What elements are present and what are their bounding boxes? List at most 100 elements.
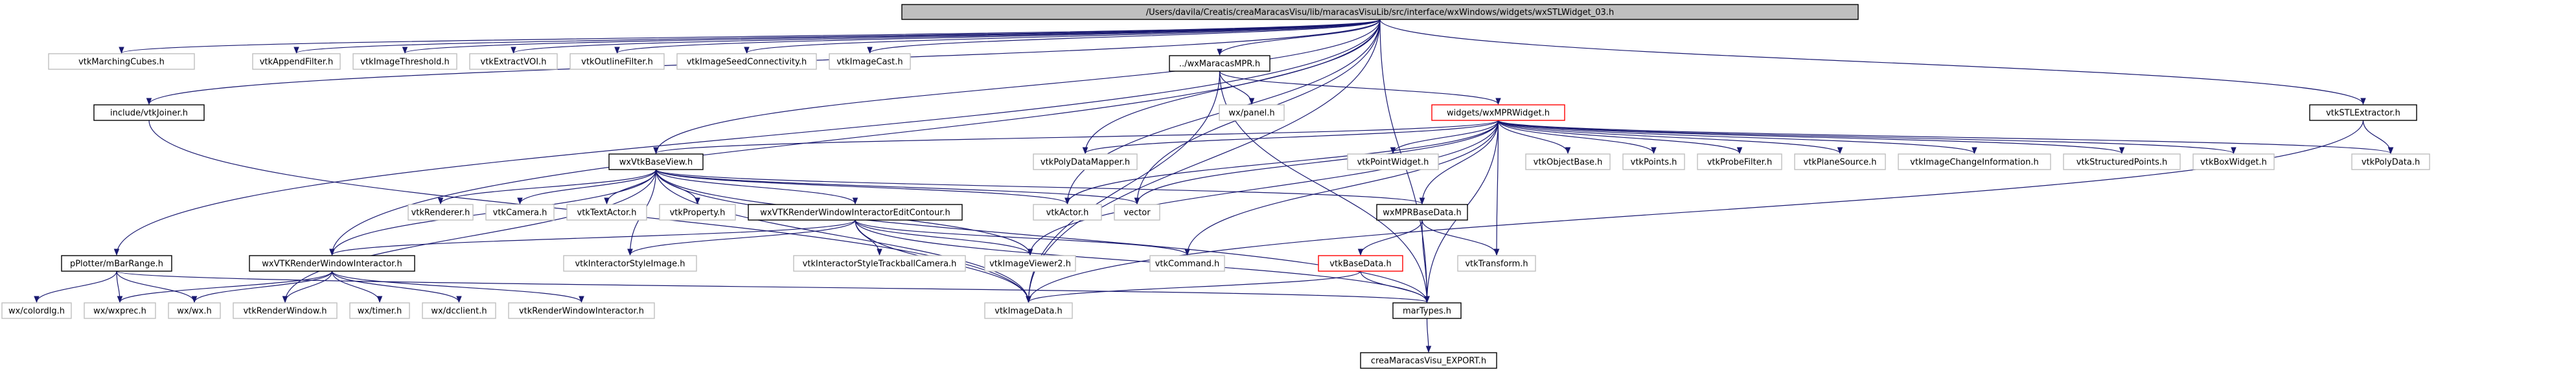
node-box: [1525, 153, 1611, 170]
node-label: vtkCamera.h: [493, 208, 547, 218]
edge-line: [627, 219, 856, 256]
node-box: [1622, 153, 1685, 170]
node-wxpanel: wx/panel.h: [1219, 104, 1285, 121]
edge-basedata-to-imagedata: [1026, 271, 1361, 304]
node-label: vtkPlaneSource.h: [1804, 158, 1877, 168]
node-box: [566, 204, 647, 221]
edge-mprwidget-to-objectbase: [1497, 120, 1571, 155]
node-box: [1457, 255, 1536, 272]
node-label: /Users/davila/Creatis/creaMaracasVisu/li…: [1146, 8, 1614, 17]
node-plotter[interactable]: pPlotter/mBarRange.h: [61, 255, 172, 272]
node-marTypes[interactable]: marTypes.h: [1392, 302, 1462, 319]
node-label: vtkAppendFilter.h: [260, 58, 334, 67]
edge-line: [1497, 120, 2237, 155]
edge-line: [113, 19, 1381, 256]
edge-vtkbaseview-to-mprbasedata: [655, 169, 1425, 205]
edge-line: [402, 19, 1381, 54]
node-box: [1392, 302, 1462, 319]
node-mprwidget[interactable]: widgets/wxMPRWidget.h: [1431, 104, 1565, 121]
edge-line: [1134, 120, 1499, 205]
edge-mprwidget-to-structuredpoints: [1497, 120, 2124, 155]
node-label: wx/dcclient.h: [431, 307, 487, 316]
node-box: [93, 104, 205, 121]
edge-line: [1082, 120, 1499, 155]
edge-vtkbaseview-to-marTypes: [655, 169, 1430, 304]
node-box: [984, 255, 1076, 272]
node-export[interactable]: creaMaracasVisu_EXPORT.h: [1360, 352, 1497, 369]
edge-line: [1425, 318, 1432, 353]
node-label: vtkSTLExtractor.h: [2326, 109, 2400, 118]
edge-mprwidget-to-planesource: [1497, 120, 1843, 155]
node-stlextractor[interactable]: vtkSTLExtractor.h: [2309, 104, 2417, 121]
edge-line: [1419, 120, 1499, 205]
edge-root-to-imagecast: [867, 19, 1381, 54]
node-imagedata: vtkImageData.h: [984, 302, 1073, 319]
node-box: [2351, 153, 2430, 170]
edge-mprbasedata-to-marTypes: [1421, 219, 1430, 304]
node-box: [1033, 204, 1102, 221]
node-label: vtkActor.h: [1046, 208, 1089, 218]
edge-marTypes-to-export: [1425, 318, 1432, 353]
edge-line: [655, 169, 1031, 304]
node-label: widgets/wxMPRWidget.h: [1447, 109, 1550, 118]
edge-line: [511, 19, 1381, 54]
node-colordlg: wx/colordlg.h: [1, 302, 72, 319]
node-wxvtkrwi[interactable]: wxVTKRenderWindowInteractor.h: [249, 255, 415, 272]
edge-wxvtkrwi-to-dcclient: [331, 271, 462, 304]
edge-root-to-stlextractor: [1379, 19, 2366, 105]
node-imagethreshold: vtkImageThreshold.h: [352, 53, 457, 70]
edge-vtkbaseview-to-vector: [655, 169, 1140, 205]
node-rwieditcontour[interactable]: wxVTKRenderWindowInteractorEditContour.h: [748, 204, 963, 221]
node-box: [233, 302, 338, 319]
node-box: [1, 302, 72, 319]
node-root[interactable]: /Users/davila/Creatis/creaMaracasVisu/li…: [901, 4, 1859, 20]
node-label: wx/timer.h: [358, 307, 402, 316]
node-vtkjoiner[interactable]: include/vtkJoiner.h: [93, 104, 205, 121]
edge-wxvtkrwi-to-renderwindow: [282, 271, 333, 304]
node-basedata[interactable]: vtkBaseData.h: [1318, 255, 1403, 272]
node-camera: vtkCamera.h: [485, 204, 555, 221]
node-label: vtkImageData.h: [995, 307, 1062, 316]
node-label: vtkBaseData.h: [1329, 260, 1391, 269]
node-label: vtkCommand.h: [1155, 260, 1220, 269]
node-polydata: vtkPolyData.h: [2351, 153, 2430, 170]
node-label: wxMPRBaseData.h: [1383, 208, 1461, 218]
edge-line: [282, 271, 333, 304]
edge-basedata-to-marTypes: [1360, 271, 1430, 304]
node-label: vtkPolyDataMapper.h: [1041, 158, 1130, 168]
node-polydatamapper: vtkPolyDataMapper.h: [1033, 153, 1138, 170]
node-mprbasedata[interactable]: wxMPRBaseData.h: [1376, 204, 1468, 221]
edge-vtkbaseview-to-renderwindow: [282, 169, 657, 304]
node-box: [2309, 104, 2417, 121]
edge-root-to-imagedata: [1026, 19, 1381, 304]
node-maracasmpr[interactable]: ../wxMaracasMPR.h: [1169, 55, 1271, 72]
node-box: [2192, 153, 2275, 170]
edge-root-to-outlinefilter: [614, 19, 1381, 54]
edge-line: [331, 271, 383, 304]
node-marchingcubes: vtkMarchingCubes.h: [48, 53, 195, 70]
node-box: [1697, 153, 1782, 170]
node-vtkbaseview[interactable]: wxVtkBaseView.h: [608, 153, 704, 170]
edge-wxvtkrwi-to-rwi: [331, 271, 584, 304]
node-box: [1318, 255, 1403, 272]
node-property: vtkProperty.h: [659, 204, 736, 221]
node-label: wx/wxprec.h: [93, 307, 146, 316]
edge-line: [1497, 120, 2124, 155]
edge-wxvtkrwi-to-wxwx: [191, 271, 333, 304]
node-box: [508, 302, 655, 319]
edge-vtkbaseview-to-camera: [517, 169, 657, 205]
edge-line: [653, 120, 1499, 155]
edge-plotter-to-colordlg: [34, 271, 117, 304]
edge-vtkbaseview-to-imagedata: [655, 169, 1031, 304]
edge-root-to-vtkbaseview: [653, 19, 1381, 155]
node-label: vtkImageSeedConnectivity.h: [687, 58, 807, 67]
edge-line: [117, 271, 333, 304]
node-wxwx: wx/wx.h: [168, 302, 221, 319]
node-box: [1169, 55, 1271, 72]
edge-line: [282, 169, 657, 304]
edge-plotter-to-marTypes: [116, 271, 1429, 304]
node-renderwindow: vtkRenderWindow.h: [233, 302, 338, 319]
edge-mprwidget-to-imagechangeinfo: [1497, 120, 1977, 155]
edge-stlextractor-to-polydata: [2362, 120, 2394, 155]
